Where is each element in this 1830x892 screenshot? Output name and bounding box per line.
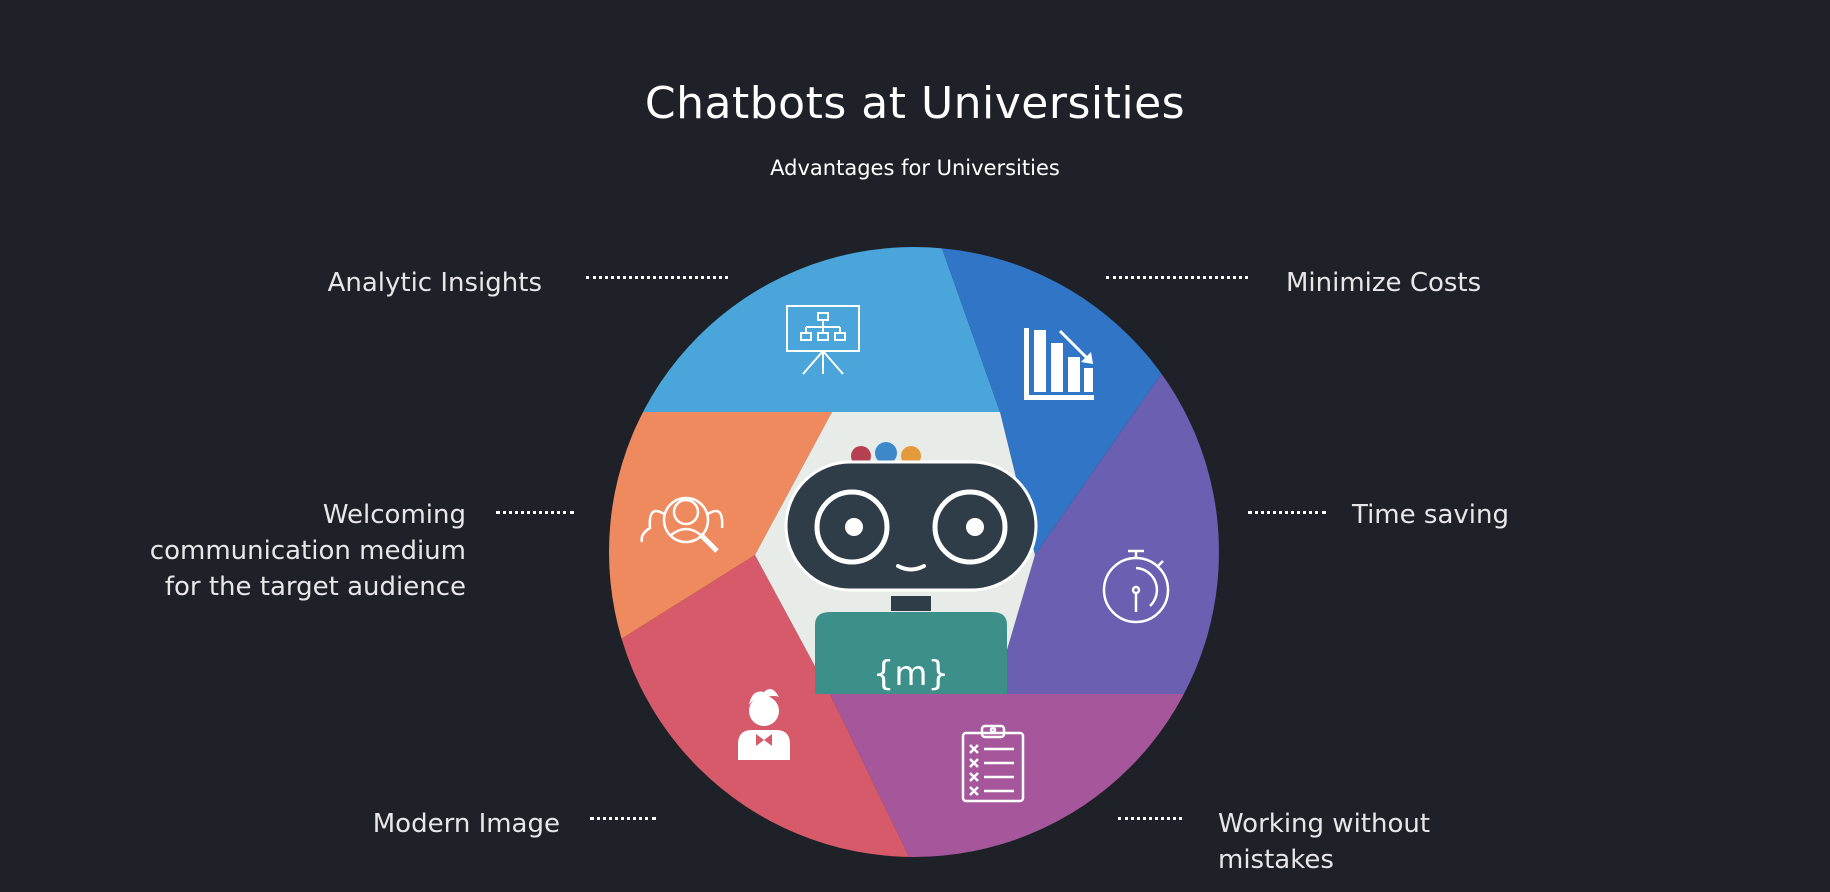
leader-analytic-insights [586, 276, 728, 279]
segment-analytic-insights [609, 247, 1000, 412]
user-search-icon [640, 496, 724, 553]
leader-working-without-mistakes [1118, 817, 1182, 820]
presentation-board-icon [786, 305, 860, 375]
person-with-bowtie-icon [738, 688, 790, 760]
bar-chart-decrease-icon [1024, 328, 1094, 400]
robot-left-pupil [845, 518, 863, 536]
leader-modern-image [590, 817, 656, 820]
label-modern-image: Modern Image [372, 809, 560, 839]
robot-body [815, 612, 1007, 694]
robot-right-pupil [966, 518, 984, 536]
leader-welcoming-communication [496, 511, 574, 514]
robot-left-eye [814, 489, 890, 565]
label-welcoming-communication: Welcoming communication medium for the t… [149, 500, 466, 602]
page-title: Chatbots at Universities [644, 78, 1186, 129]
leader-time-saving [1248, 511, 1326, 514]
segment-modern-image [609, 555, 930, 857]
label-working-without-mistakes: Working without mistakes [1218, 809, 1431, 875]
label-minimize-costs: Minimize Costs [1286, 268, 1482, 298]
page-subtitle: Advantages for Universities [770, 156, 1060, 180]
robot-neck [891, 596, 931, 611]
label-time-saving: Time saving [1352, 500, 1509, 530]
leader-minimize-costs [1106, 276, 1248, 279]
robot-badge: {m} [873, 654, 949, 694]
checklist-clipboard-icon [961, 724, 1025, 803]
stopwatch-icon [1102, 549, 1170, 624]
robot-mascot: {m} [784, 442, 1038, 694]
antenna-dot-blue [875, 442, 897, 464]
label-analytic-insights: Analytic Insights [327, 268, 542, 298]
segment-time-saving [994, 360, 1219, 694]
segment-welcoming-communication [609, 412, 832, 715]
segment-minimize-costs [900, 247, 1219, 555]
robot-right-eye [932, 489, 1008, 565]
segment-working-without-mistakes [830, 694, 1219, 857]
robot-mouth [896, 564, 926, 572]
